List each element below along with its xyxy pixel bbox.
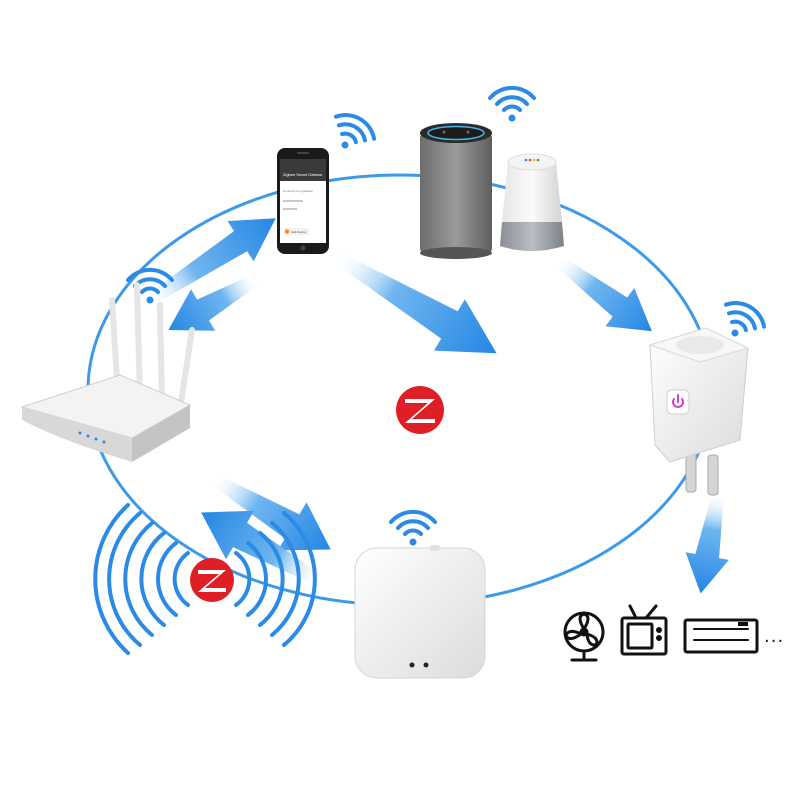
zigbee-hub xyxy=(354,545,486,679)
phone-screen-line: Connect your gateway xyxy=(283,189,313,193)
arrow-plug-to-appliances xyxy=(685,493,729,594)
wifi-icon xyxy=(389,509,437,546)
arrow-phone-to-router xyxy=(168,274,258,331)
air-conditioner-icon xyxy=(683,618,759,654)
arrow-speaker-to-plug xyxy=(556,257,652,332)
smart-speaker-cylinder xyxy=(420,123,492,259)
wifi-icon xyxy=(488,85,536,122)
zigbee-logo-icon xyxy=(190,558,234,602)
smart-speaker-mini xyxy=(500,153,564,251)
smart-plug xyxy=(648,327,750,496)
wifi-router xyxy=(20,282,195,462)
phone-screen-title: Zigbee Smart Gatewa xyxy=(283,172,323,177)
arrow-hub-to-router xyxy=(201,510,321,586)
smartphone: Zigbee Smart Gatewa Connect your gateway… xyxy=(277,148,329,254)
zigbee-logo-icon xyxy=(396,386,444,434)
wifi-icon xyxy=(333,113,377,149)
wifi-icon xyxy=(723,301,767,337)
zigbee-signal-waves xyxy=(93,503,317,655)
phone-screen-button: Add Device xyxy=(291,230,307,234)
power-icon xyxy=(672,394,684,408)
wifi-signals xyxy=(126,85,767,546)
tv-icon xyxy=(620,604,668,656)
arrow-phone-to-center xyxy=(334,252,497,354)
flow-arrows xyxy=(146,218,729,594)
more-appliances-ellipsis: ... xyxy=(764,626,785,647)
arrow-router-to-phone xyxy=(146,218,276,306)
fan-icon xyxy=(563,611,605,662)
